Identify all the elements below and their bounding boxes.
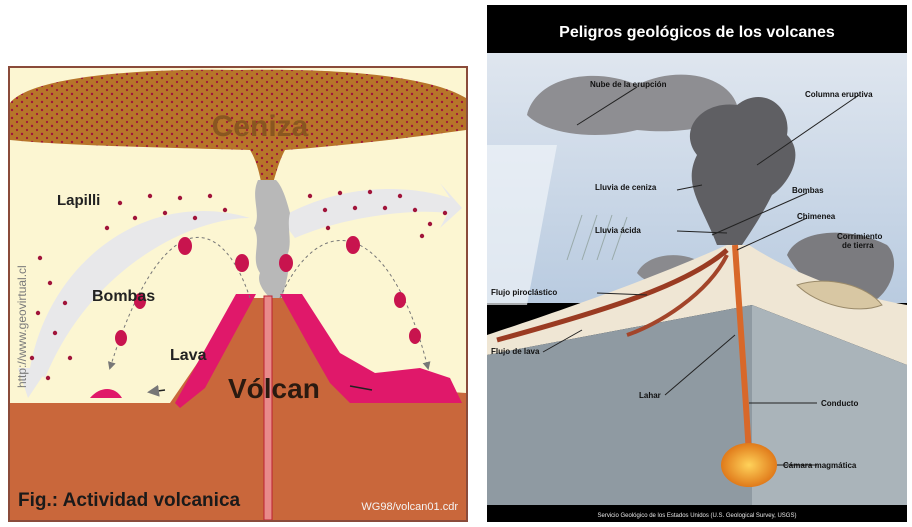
lava-label: Lava (170, 347, 207, 364)
label-magma-chamber: Cámara magmática (783, 461, 857, 470)
volcanic-hazards-diagram: Peligros geológicos de los volcanes (487, 5, 907, 522)
label-eruption-cloud: Nube de la erupción (590, 80, 667, 89)
label-lahar: Lahar (639, 391, 661, 400)
label-pyroclastic-flow: Flujo piroclástico (491, 288, 557, 297)
website-watermark: http://www.geovirtual.cl (15, 265, 29, 388)
diagram-title: Peligros geológicos de los volcanes (559, 24, 835, 41)
label-landslide-line1: Corrimiento (837, 232, 882, 241)
volcanic-hazards-illustration: Peligros geológicos de los volcanes (487, 5, 907, 522)
volcano-label: Vólcan (228, 373, 320, 404)
volcanic-activity-diagram: Ceniza (8, 66, 468, 522)
volcanic-activity-illustration: Ceniza (10, 68, 466, 520)
label-ash-rain: Lluvia de ceniza (595, 183, 657, 192)
file-reference: WG98/volcan01.cdr (361, 501, 458, 513)
label-bombs: Bombas (792, 186, 824, 195)
magma-chamber (721, 443, 777, 487)
figure-caption: Fig.: Actividad volcanica (18, 490, 241, 511)
label-acid-rain: Lluvia ácida (595, 226, 641, 235)
label-chimney: Chimenea (797, 212, 836, 221)
volcano-conduit (264, 296, 272, 520)
label-lava-flow: Flujo de lava (491, 347, 540, 356)
source-credit: Servicio Geológico de los Estados Unidos… (598, 513, 797, 519)
label-landslide-line2: de tierra (842, 241, 874, 250)
bombs-label: Bombas (92, 288, 155, 305)
cloud-label: Ceniza (212, 110, 309, 143)
label-conduit: Conducto (821, 399, 858, 408)
label-eruptive-column: Columna eruptiva (805, 90, 873, 99)
lapilli-label: Lapilli (57, 192, 100, 209)
